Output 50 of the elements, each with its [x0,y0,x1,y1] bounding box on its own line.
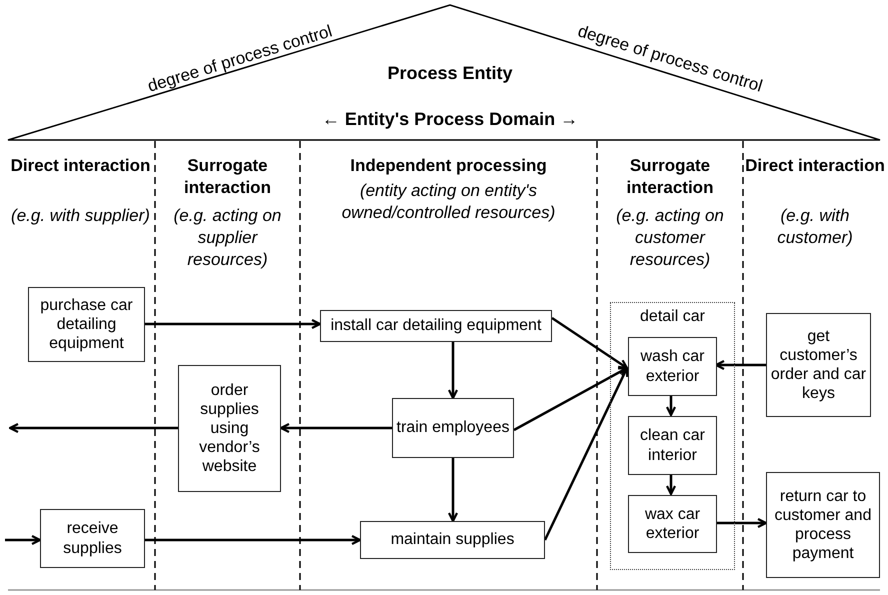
column-heading: Independent processing [349,155,548,177]
roof-label: degree of process control [574,20,766,98]
column-description: (e.g. acting on customer resources) [615,205,725,272]
group-label: detail car [640,307,705,326]
arrow [551,316,628,370]
process-box [628,337,717,396]
arrow [280,422,392,434]
process-box [28,287,145,362]
process-box [360,521,545,559]
box-label: maintain supplies [390,530,514,550]
arrow [448,458,458,522]
column-description: (entity acting on entity's owned/controlled resources) [340,180,556,224]
arrow [5,534,42,546]
arrow [145,534,362,546]
column-heading: ← Entity's Process Domain → [320,108,580,131]
box-label: clean car interior [639,426,706,465]
box-label: train employees [396,418,510,438]
arrow [716,518,768,528]
column-description: (e.g. with customer) [776,205,854,250]
column-description: (e.g. acting on supplier resources) [172,205,282,272]
column-heading: Surrogate interaction [183,155,272,200]
process-box [320,310,552,342]
roof-label: degree of process control [144,20,336,98]
column-heading: Process Entity [386,62,514,85]
box-label: purchase car detailing equipment [39,296,134,354]
arrow [448,342,458,400]
arrow [145,318,322,330]
arrow [544,366,628,541]
box-label: wash car exterior [639,347,706,386]
process-box [178,365,281,492]
box-label: get customer’s order and car keys [770,326,868,404]
process-box [766,472,880,578]
column-description: (e.g. with supplier) [10,205,151,227]
arrow [666,474,676,496]
column-heading: Direct interaction [10,155,152,177]
box-label: install car detailing equipment [330,316,542,336]
column-heading: Direct interaction [745,155,885,177]
arrow [666,395,676,416]
process-box [392,398,514,458]
process-box [628,416,717,475]
box-label: return car to customer and process payment [774,486,872,564]
process-box [766,313,871,417]
arrow [8,422,178,434]
column-heading: Surrogate interaction [626,155,714,200]
box-label: wax car exterior [644,504,702,544]
group-box [610,302,735,570]
process-box [40,509,145,568]
box-label: order supplies using vendor’s website [198,380,261,476]
process-box [628,495,717,553]
box-label: receive supplies [62,519,123,558]
